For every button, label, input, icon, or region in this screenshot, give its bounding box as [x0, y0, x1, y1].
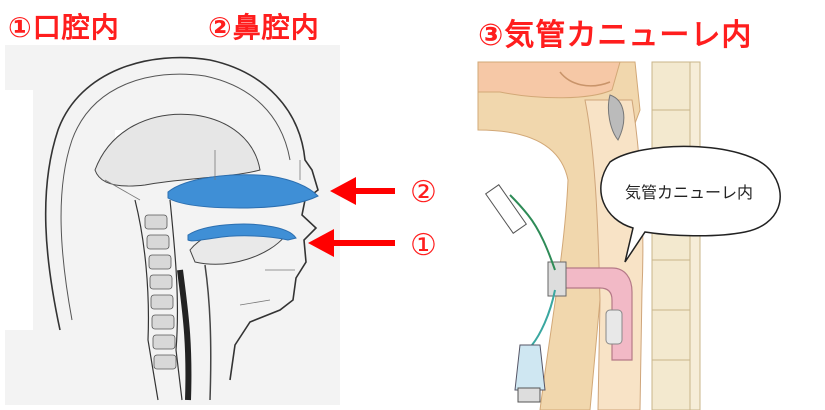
cannula-flange	[548, 262, 566, 296]
arrow-label-oral: ①	[410, 228, 437, 263]
cannula-cuff	[606, 310, 622, 344]
head-section-illustration	[5, 45, 340, 405]
tracheostomy-illustration: 気管カニューレ内	[478, 60, 823, 410]
bubble-label: 気管カニューレ内	[625, 183, 753, 202]
pilot-balloon	[515, 345, 545, 390]
arrow-label-nasal: ②	[410, 175, 437, 210]
